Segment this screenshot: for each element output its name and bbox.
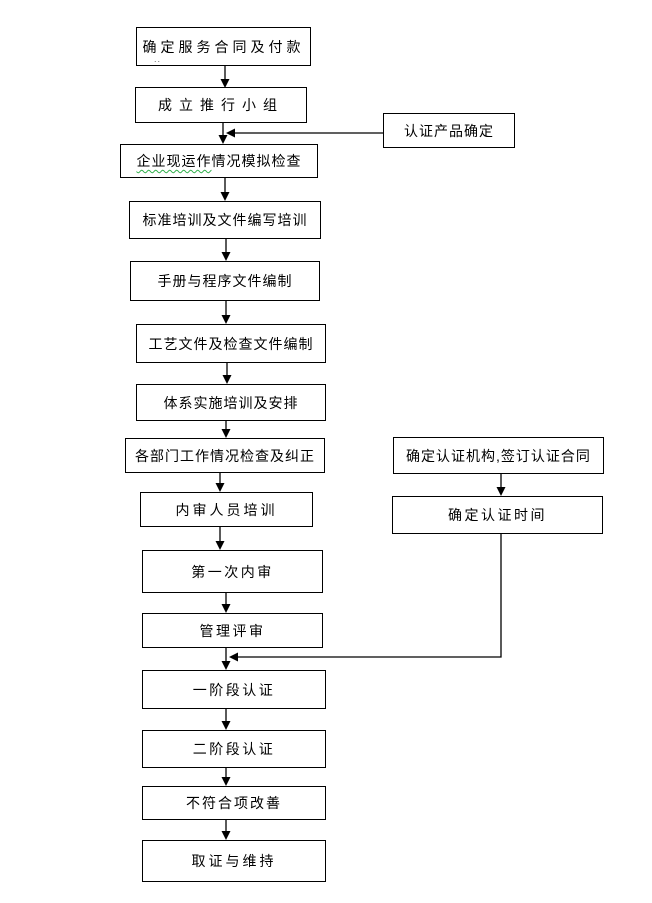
flow-node-label: 各部门工作情况检查及纠正 [135, 447, 315, 464]
arrow-n7-n8 [221, 421, 231, 438]
flow-node-label: 情况模拟检查 [211, 153, 302, 169]
flow-node-standard-training-doc-writing: 标准培训及文件编写培训 [129, 201, 321, 239]
arrow-n13-n14 [221, 768, 231, 786]
arrow-n8-n9 [215, 473, 225, 492]
arrow-n2-n3 [218, 123, 228, 144]
arrow-n1-n2 [220, 66, 230, 88]
flow-node-label: 手册与程序文件编制 [157, 273, 293, 289]
spellcheck-underlined-text: 企业现运作 [136, 153, 212, 169]
flow-node-nonconformity-improvement: 不符合项改善 [142, 786, 326, 820]
flow-node-label: 确定服务合同及付款 [142, 38, 305, 55]
arrow-r2-r3 [496, 474, 506, 496]
flow-node-label: 成立推行小组 [158, 97, 284, 113]
arrow-n11-n12 [221, 648, 231, 670]
flow-node-label: 不符合项改善 [186, 795, 282, 811]
flow-node-current-operation-mock-inspection: 企业现运作情况模拟检查 [120, 144, 318, 178]
flow-node-management-review: 管理评审 [142, 613, 323, 648]
flow-node-certification-product: 认证产品确定 [383, 113, 515, 148]
flow-node-label: 内审人员培训 [175, 501, 278, 518]
arrow-n12-n13 [221, 709, 231, 730]
flow-node-label: 标准培训及文件编写培训 [142, 212, 308, 228]
stray-marks: .. [154, 54, 162, 64]
arrow-n9-n10 [215, 527, 225, 550]
flow-node-label: 确定认证时间 [448, 507, 547, 523]
flow-node-label: 工艺文件及检查文件编制 [148, 335, 314, 352]
flow-node-label: 二阶段认证 [192, 741, 276, 757]
flow-node-process-inspection-docs: 工艺文件及检查文件编制 [136, 324, 326, 363]
flow-node-system-implementation-training: 体系实施培训及安排 [136, 384, 326, 421]
flow-node-label: 管理评审 [199, 622, 266, 639]
flow-node-certification-body-contract: 确定认证机构,签订认证合同 [393, 437, 604, 474]
flow-node-label: 一阶段认证 [192, 681, 276, 698]
arrow-n5-n6 [221, 301, 231, 324]
flow-node-internal-auditor-training: 内审人员培训 [140, 492, 313, 527]
flow-node-stage1-certification: 一阶段认证 [142, 670, 326, 709]
arrow-n14-n15 [221, 820, 231, 840]
arrow-n4-n5 [221, 239, 231, 261]
arrow-r1-join [226, 128, 383, 138]
flow-node-manual-procedure-docs: 手册与程序文件编制 [130, 261, 320, 301]
flow-node-service-contract-payment: 确定服务合同及付款 .. [136, 27, 311, 66]
flow-node-certification-time: 确定认证时间 [392, 496, 603, 534]
flow-node-department-check-correction: 各部门工作情况检查及纠正 [125, 438, 325, 473]
flow-node-label: 认证产品确定 [404, 122, 494, 139]
flow-node-label: 第一次内审 [191, 563, 274, 580]
arrow-n6-n7 [222, 363, 232, 384]
arrow-n10-n11 [221, 593, 231, 613]
flow-node-label: 体系实施培训及安排 [163, 394, 299, 411]
arrow-n3-n4 [220, 178, 230, 201]
flow-node-setup-implementation-team: 成立推行小组 [135, 87, 307, 123]
flow-node-label: 取证与维持 [191, 853, 277, 869]
flow-node-certificate-maintenance: 取证与维持 [142, 840, 326, 882]
flow-node-stage2-certification: 二阶段认证 [142, 730, 326, 768]
flow-node-first-internal-audit: 第一次内审 [142, 550, 323, 593]
flow-node-label: 确定认证机构,签订认证合同 [406, 447, 591, 464]
